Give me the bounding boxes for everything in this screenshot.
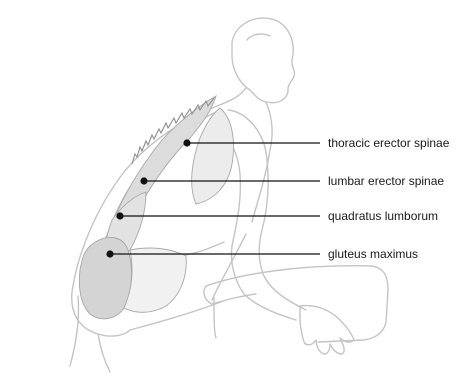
arm-outline [228,110,306,310]
dot-gluteus [106,250,113,257]
hip-region [124,248,186,312]
neck-outline [222,88,246,104]
label-quadratus-lumborum: quadratus lumborum [328,209,438,223]
hand-outline [300,306,354,354]
gluteus-shape [79,237,131,318]
label-thoracic-erector-spinae: thoracic erector spinae [328,136,450,150]
label-gluteus-maximus: gluteus maximus [328,247,418,261]
dot-lumbar [140,177,147,184]
body-illustration [70,18,388,372]
label-lumbar-erector-spinae: lumbar erector spinae [328,174,444,188]
box-outline [206,266,388,342]
dot-thoracic [183,139,190,146]
leg-outline [70,296,79,366]
muscle-group [79,96,233,319]
torso-front-outline [252,102,272,222]
head-outline [232,18,294,103]
dot-quadratus [116,212,123,219]
